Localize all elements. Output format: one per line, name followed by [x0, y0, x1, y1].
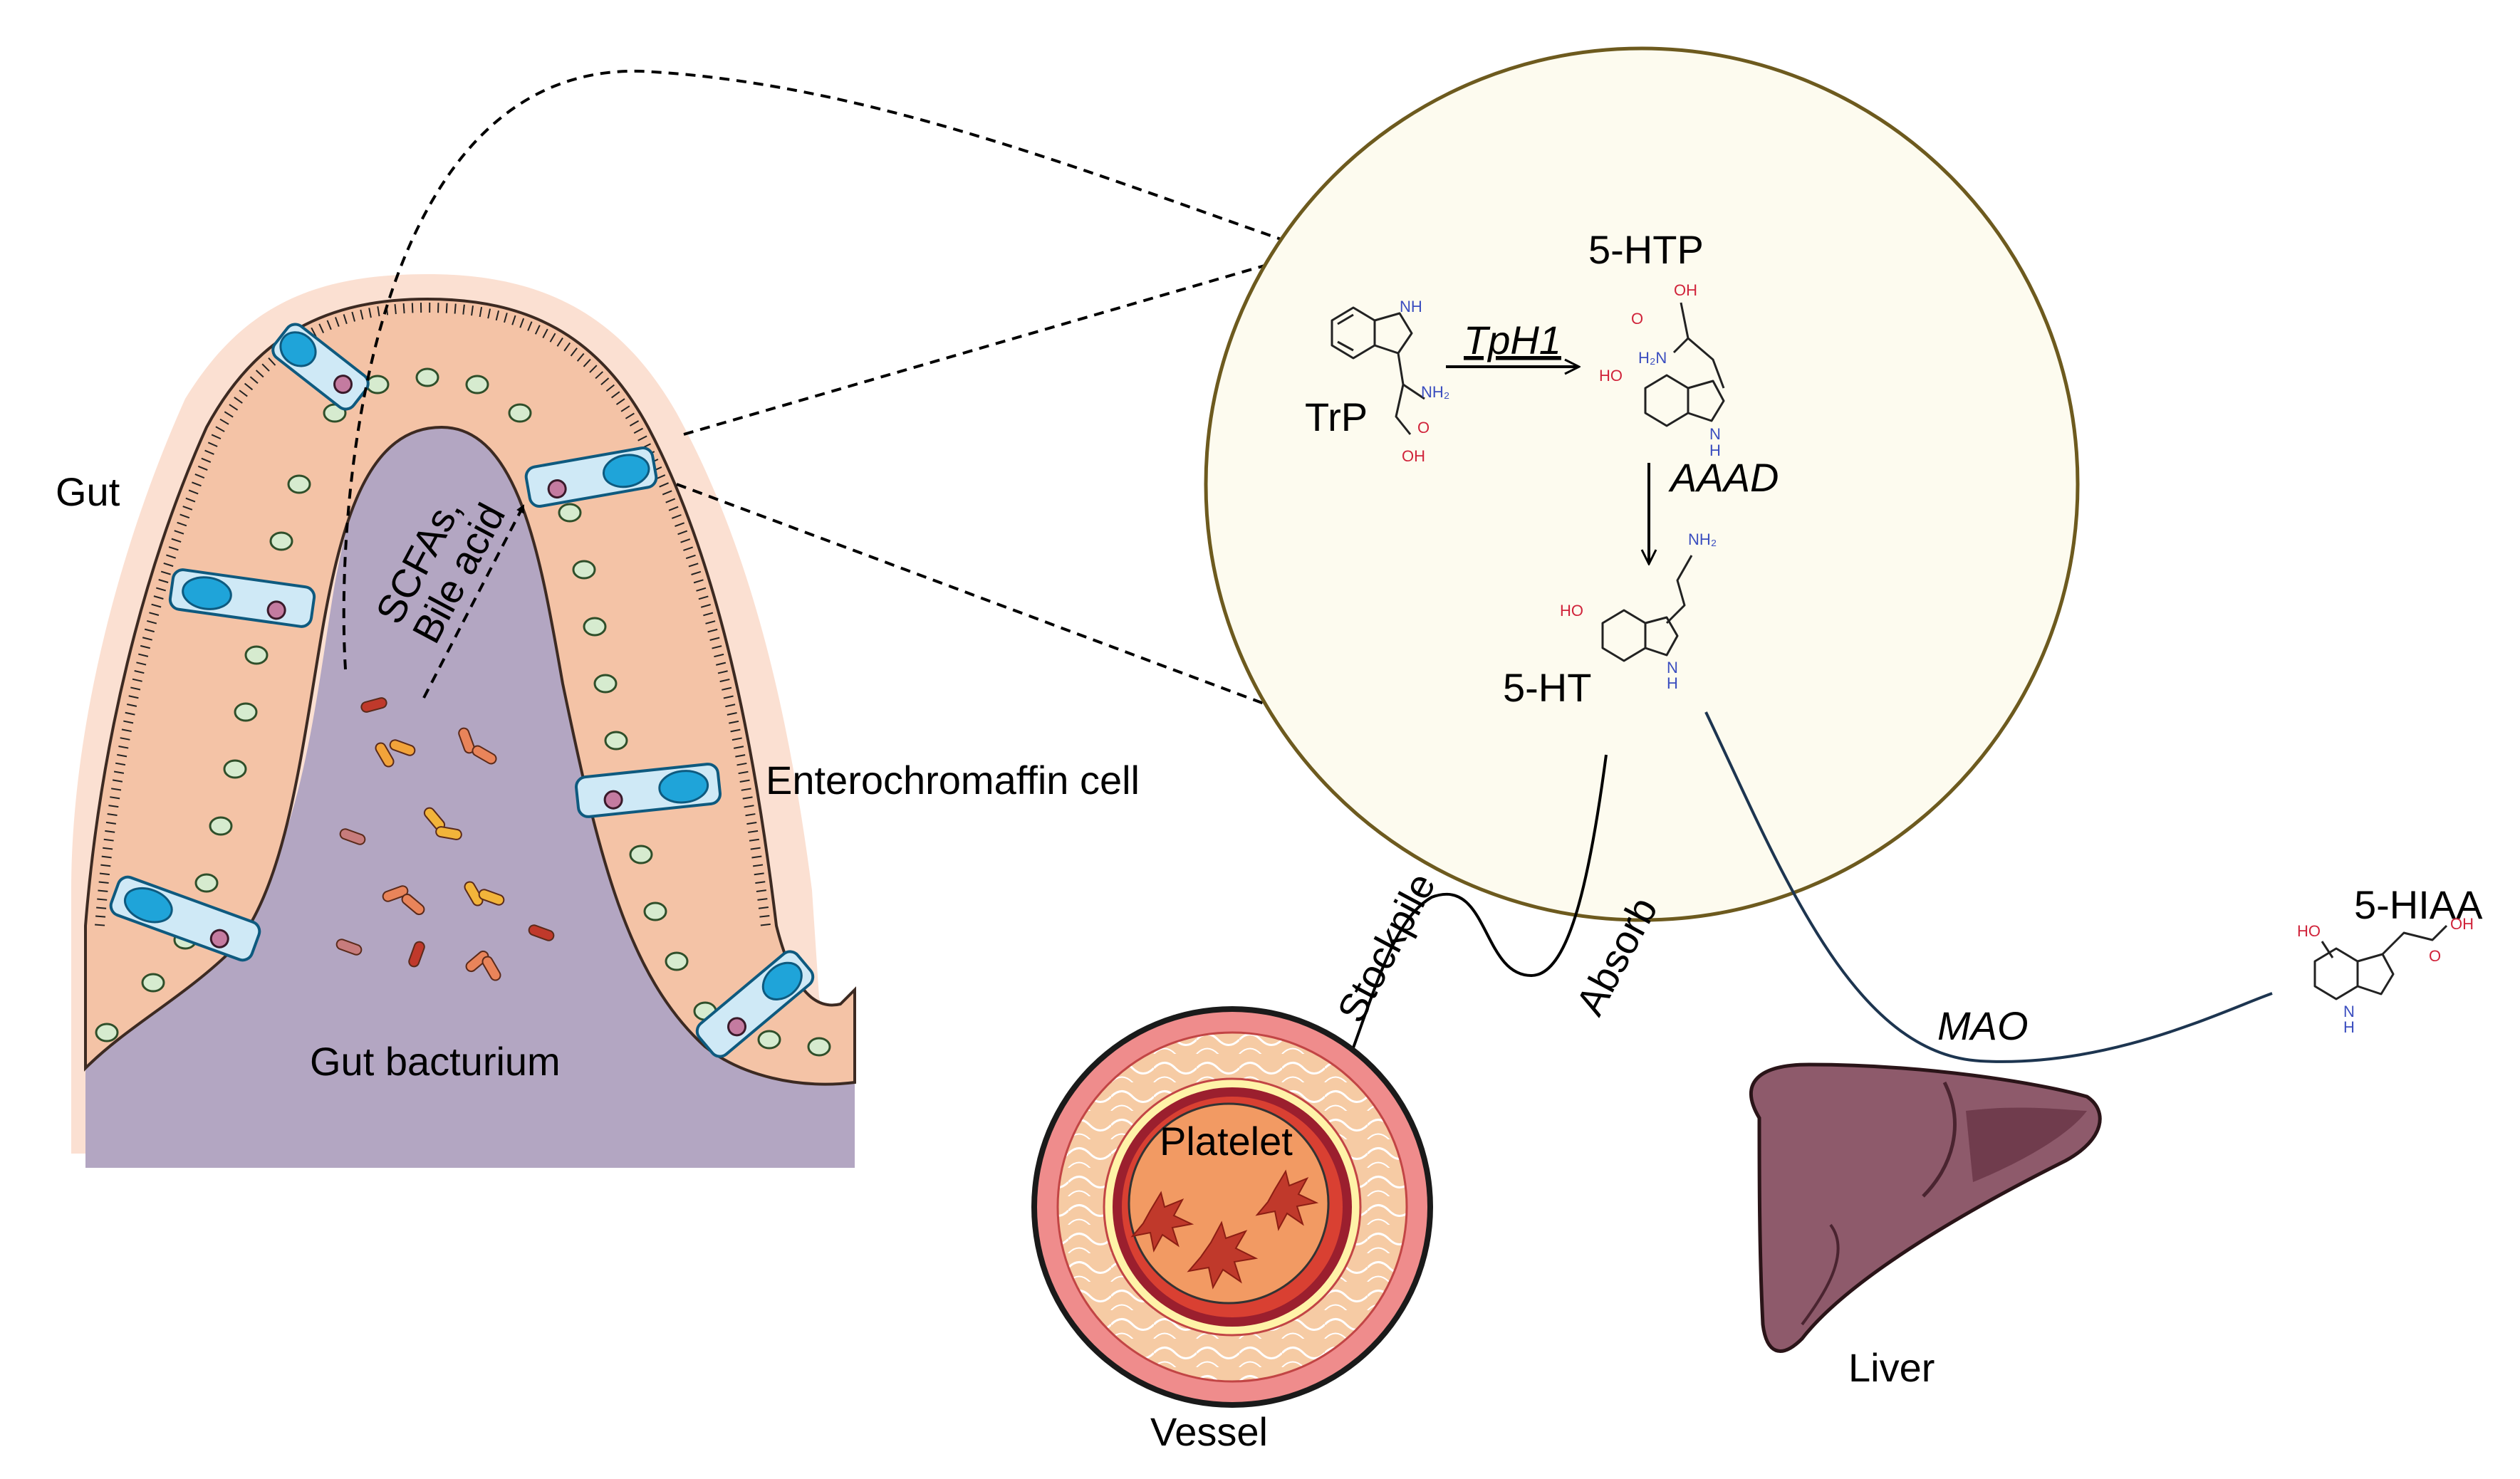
- svg-text:HO: HO: [1599, 367, 1623, 385]
- label-stockpile-group: Stockpile: [1328, 865, 1444, 1029]
- curve-absorb: [1309, 754, 1608, 1155]
- dashed-arrow-scfa: [422, 504, 525, 699]
- bacterium-icon: [360, 697, 387, 713]
- svg-text:OH: OH: [1402, 447, 1425, 465]
- ec-cells: [109, 323, 815, 1058]
- bacterium-icon: [465, 950, 489, 973]
- label-5ht: 5-HT: [1503, 665, 1591, 710]
- label-5htp: 5-HTP: [1588, 227, 1704, 272]
- svg-text:NH₂: NH₂: [1421, 383, 1449, 401]
- epithelium-outer: [84, 297, 856, 1086]
- cell-nucleus: [643, 901, 667, 921]
- cell-nucleus: [95, 1023, 119, 1042]
- label-scfa-group: SCFAs, Bile acid: [367, 490, 514, 649]
- gut-lumen: [85, 399, 855, 1168]
- svg-text:N: N: [1667, 659, 1678, 676]
- bacterium-icon: [435, 826, 462, 840]
- cell-nucleus: [558, 503, 582, 523]
- label-liver: Liver: [1848, 1345, 1935, 1390]
- cell-nucleus: [234, 702, 258, 722]
- 5htp-molecule: OH O H₂N HO N H: [1599, 281, 1725, 459]
- cell-nucleus: [209, 816, 233, 836]
- bacteria: [335, 697, 555, 981]
- label-platelet: Platelet: [1160, 1119, 1293, 1164]
- dashed-arrow-ec-upper: [683, 256, 1296, 436]
- label-vessel: Vessel: [1150, 1409, 1268, 1454]
- cell-nucleus: [223, 759, 247, 779]
- cell-nucleus: [287, 474, 311, 494]
- dashed-arrow-lumen-to-circle: [342, 69, 1469, 670]
- label-mao: MAO: [1937, 1003, 2029, 1048]
- cell-nucleus: [269, 531, 293, 551]
- bacterium-icon: [408, 941, 425, 968]
- bacterium-icon: [472, 745, 497, 765]
- cell-nucleus: [194, 873, 219, 893]
- cell-nucleus: [604, 731, 628, 751]
- label-aaad: AAAD: [1668, 455, 1779, 500]
- svg-text:NH: NH: [1400, 298, 1422, 315]
- cell-nucleus: [465, 375, 489, 394]
- cell-nucleus: [593, 674, 618, 694]
- cell-nucleus: [365, 375, 390, 394]
- label-stockpile: Stockpile: [1328, 865, 1444, 1029]
- curve-mao: [1704, 711, 2273, 1063]
- cell-nucleus: [757, 1030, 781, 1050]
- cell-nucleus: [141, 973, 165, 993]
- cell-nucleus: [508, 403, 532, 423]
- bacterium-icon: [528, 924, 555, 941]
- svg-text:N: N: [2343, 1003, 2355, 1020]
- svg-text:O: O: [2429, 947, 2441, 965]
- svg-text:HO: HO: [2297, 922, 2321, 940]
- bacterium-icon: [401, 893, 425, 916]
- svg-text:O: O: [1417, 419, 1430, 437]
- gut-villus: [71, 274, 856, 1168]
- vessel-icon: [1031, 1006, 1433, 1408]
- svg-text:O: O: [1631, 310, 1643, 328]
- 5ht-molecule: NH₂ HO N H: [1560, 531, 1717, 692]
- svg-text:OH: OH: [1674, 281, 1697, 299]
- ec-cell-zoom-circle: [1204, 46, 2080, 922]
- cell-nucleus: [583, 617, 607, 637]
- bacterium-icon: [375, 742, 395, 768]
- platelet-icon: [1130, 1169, 1319, 1290]
- svg-text:H: H: [1667, 674, 1678, 692]
- bacterium-icon: [458, 727, 475, 754]
- bacterium-icon: [478, 889, 505, 906]
- trp-molecule: NH NH₂ OH O: [1331, 298, 1449, 465]
- svg-text:NH₂: NH₂: [1688, 531, 1717, 548]
- bacterium-icon: [464, 881, 484, 906]
- svg-text:N: N: [1709, 425, 1721, 443]
- cell-nucleus: [665, 951, 689, 971]
- bacterium-icon: [382, 885, 409, 902]
- liver-icon: [1749, 1062, 2102, 1353]
- label-5hiaa: 5-HIAA: [2354, 882, 2483, 927]
- svg-text:OH: OH: [2450, 915, 2474, 933]
- cell-nucleus: [415, 367, 439, 387]
- cell-nucleus: [629, 845, 653, 864]
- label-trp: TrP: [1305, 394, 1368, 439]
- label-enterochromaffin: Enterochromaffin cell: [766, 758, 1140, 803]
- bacterium-icon: [389, 739, 416, 756]
- label-gut-bacterium: Gut bacturium: [310, 1039, 561, 1084]
- svg-text:HO: HO: [1560, 602, 1583, 620]
- cell-nucleus: [807, 1037, 831, 1057]
- svg-text:H: H: [2343, 1018, 2355, 1036]
- bacterium-icon: [335, 939, 363, 956]
- dashed-arrow-ec-lower: [676, 483, 1296, 716]
- svg-text:H: H: [1709, 441, 1721, 459]
- bacterium-icon: [481, 956, 501, 981]
- 5hiaa-molecule: HO OH O N H: [2297, 915, 2474, 1036]
- cell-nucleus: [572, 560, 596, 580]
- label-tph1: TpH1: [1464, 318, 1561, 362]
- label-gut: Gut: [56, 469, 120, 514]
- svg-text:H₂N: H₂N: [1638, 349, 1667, 367]
- cell-nucleus: [244, 645, 269, 665]
- bacterium-icon: [339, 828, 366, 845]
